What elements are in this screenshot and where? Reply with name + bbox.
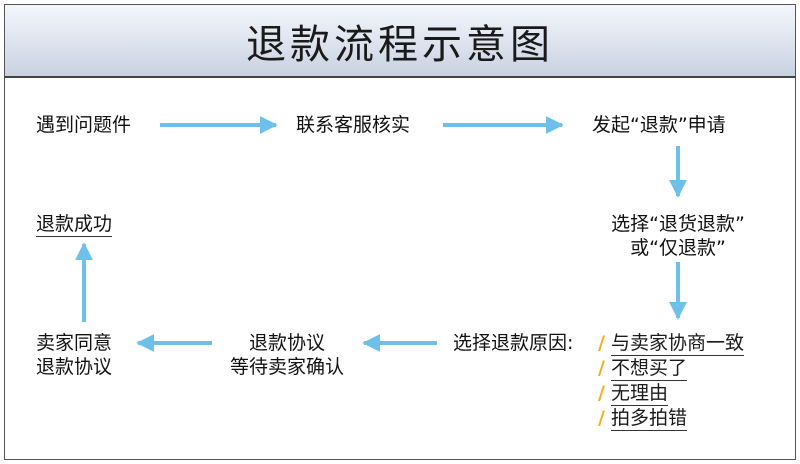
slash-marker: / (598, 332, 605, 354)
step-choose-reason: 选择退款原因: (453, 332, 574, 354)
step-agreement-line2: 等待卖家确认 (229, 356, 344, 378)
step-seller-line2: 退款协议 (36, 356, 113, 378)
title-banner: 退款流程示意图 (4, 4, 796, 78)
step-success-label: 退款成功 (36, 213, 113, 237)
reason-item: /无理由 (598, 381, 668, 406)
reason-item: /拍多拍错 (598, 406, 687, 431)
step-choose-type-line1: 选择“退货退款” (611, 213, 745, 235)
step-choose-type: 选择“退货退款” 或“仅退款” (586, 212, 770, 260)
step-seller-agree: 卖家同意 退款协议 (36, 331, 112, 379)
reason-label: 不想买了 (610, 357, 687, 381)
slash-marker: / (598, 407, 605, 429)
step-choose-type-line2: 或“仅退款” (630, 237, 726, 259)
step-apply: 发起“退款”申请 (592, 114, 726, 136)
reason-item: /不想买了 (598, 356, 687, 381)
slash-marker: / (598, 382, 605, 404)
reason-label: 拍多拍错 (610, 407, 687, 431)
reason-item: /与卖家协商一致 (598, 331, 744, 356)
step-problem: 遇到问题件 (36, 114, 132, 136)
reason-label: 无理由 (610, 382, 668, 406)
reason-label: 与卖家协商一致 (610, 332, 744, 356)
page-title: 退款流程示意图 (246, 21, 554, 68)
step-agreement-line1: 退款协议 (248, 332, 325, 354)
step-success: 退款成功 (36, 212, 113, 237)
step-agreement: 退款协议 等待卖家确认 (214, 331, 360, 379)
slash-marker: / (598, 357, 605, 379)
diagram-frame (4, 4, 796, 460)
step-contact: 联系客服核实 (296, 114, 411, 136)
step-seller-line1: 卖家同意 (36, 332, 113, 354)
